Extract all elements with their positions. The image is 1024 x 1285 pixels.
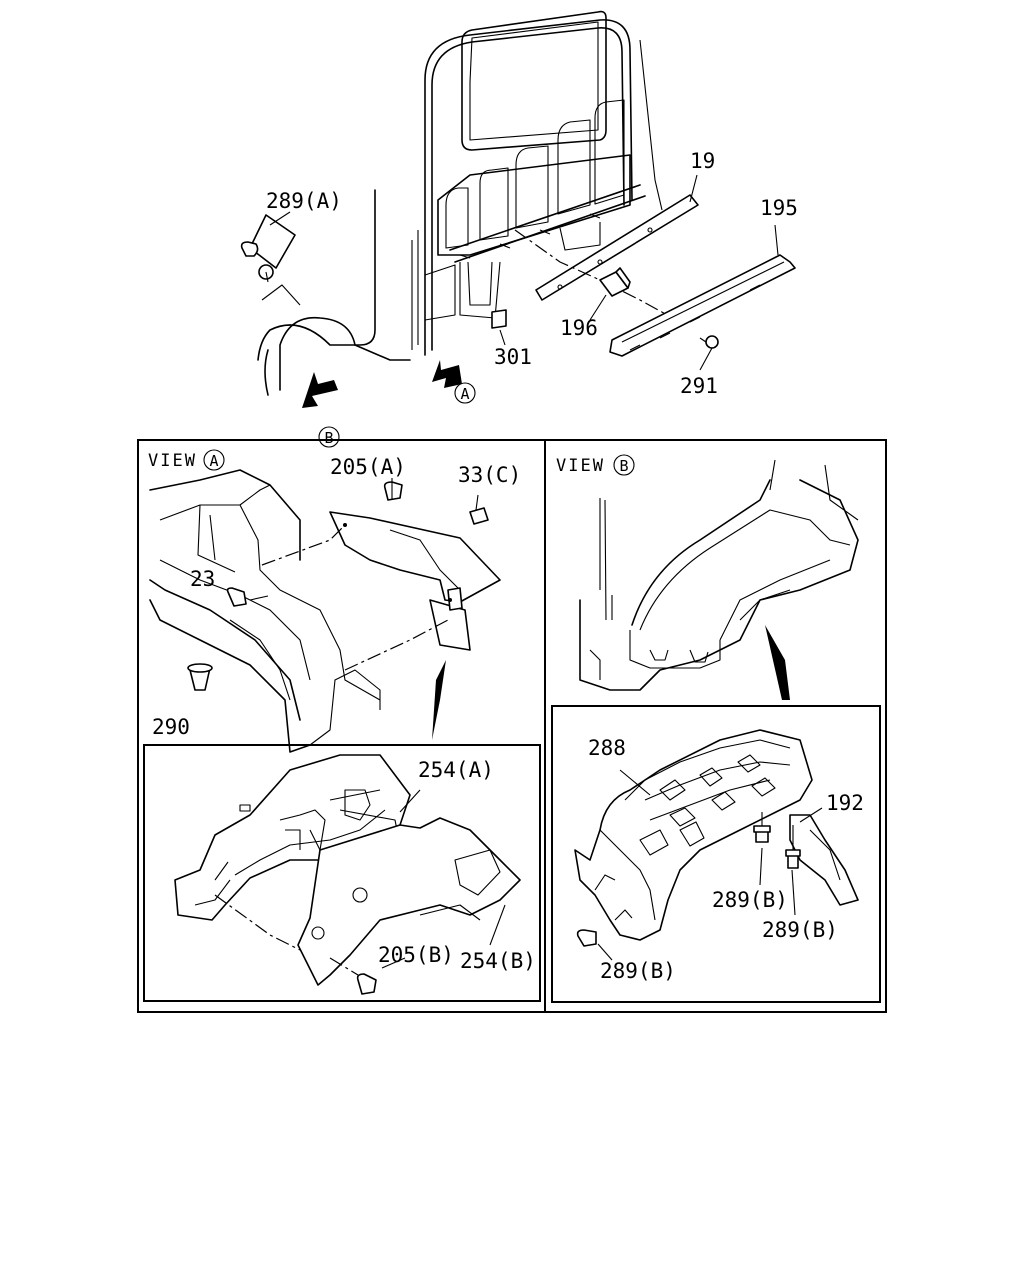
view-b-marker-letter: B bbox=[324, 429, 333, 447]
view-b-inset-drawing bbox=[574, 729, 859, 961]
label-289b-1: 289(B) bbox=[712, 888, 788, 912]
view-a-inset-drawing bbox=[174, 754, 521, 995]
label-288: 288 bbox=[588, 736, 626, 760]
label-192: 192 bbox=[826, 791, 864, 815]
view-a-marker: A bbox=[454, 382, 476, 404]
view-a-word: VIEW bbox=[148, 451, 197, 471]
view-b-word: VIEW bbox=[556, 456, 605, 476]
label-196: 196 bbox=[560, 316, 598, 340]
top-labels: 289(A) 19 195 196 301 291 A B bbox=[266, 149, 798, 448]
view-b-inset-frame bbox=[551, 705, 881, 1003]
view-b-header: VIEW B bbox=[556, 454, 635, 476]
view-b-marker: B bbox=[318, 426, 340, 448]
view-b-labels: 288 192 289(B) 289(B) 289(B) bbox=[588, 736, 864, 983]
label-205b: 205(B) bbox=[378, 943, 454, 967]
view-a-inset-frame bbox=[143, 744, 541, 1002]
label-19: 19 bbox=[690, 149, 715, 173]
label-254a: 254(A) bbox=[418, 758, 494, 782]
view-b-drawing bbox=[579, 459, 859, 700]
label-289b-2: 289(B) bbox=[762, 918, 838, 942]
label-290: 290 bbox=[152, 715, 190, 739]
view-a-labels: 205(A) 33(C) 23 290 254(A) 205(B) 254(B) bbox=[152, 455, 536, 973]
label-254b: 254(B) bbox=[460, 949, 536, 973]
label-289b-3: 289(B) bbox=[600, 959, 676, 983]
label-289a: 289(A) bbox=[266, 189, 342, 213]
view-a-drawing bbox=[149, 469, 501, 753]
label-205a: 205(A) bbox=[330, 455, 406, 479]
view-a-header: VIEW A bbox=[148, 449, 225, 471]
label-291: 291 bbox=[680, 374, 718, 398]
label-33c: 33(C) bbox=[458, 463, 521, 487]
view-b-letter: B bbox=[619, 457, 628, 475]
cab-overview bbox=[240, 10, 796, 408]
view-a-letter: A bbox=[209, 452, 218, 470]
label-195: 195 bbox=[760, 196, 798, 220]
label-23: 23 bbox=[190, 567, 215, 591]
views-frame bbox=[137, 439, 887, 1013]
label-301: 301 bbox=[494, 345, 532, 369]
view-a-marker-letter: A bbox=[460, 385, 469, 403]
